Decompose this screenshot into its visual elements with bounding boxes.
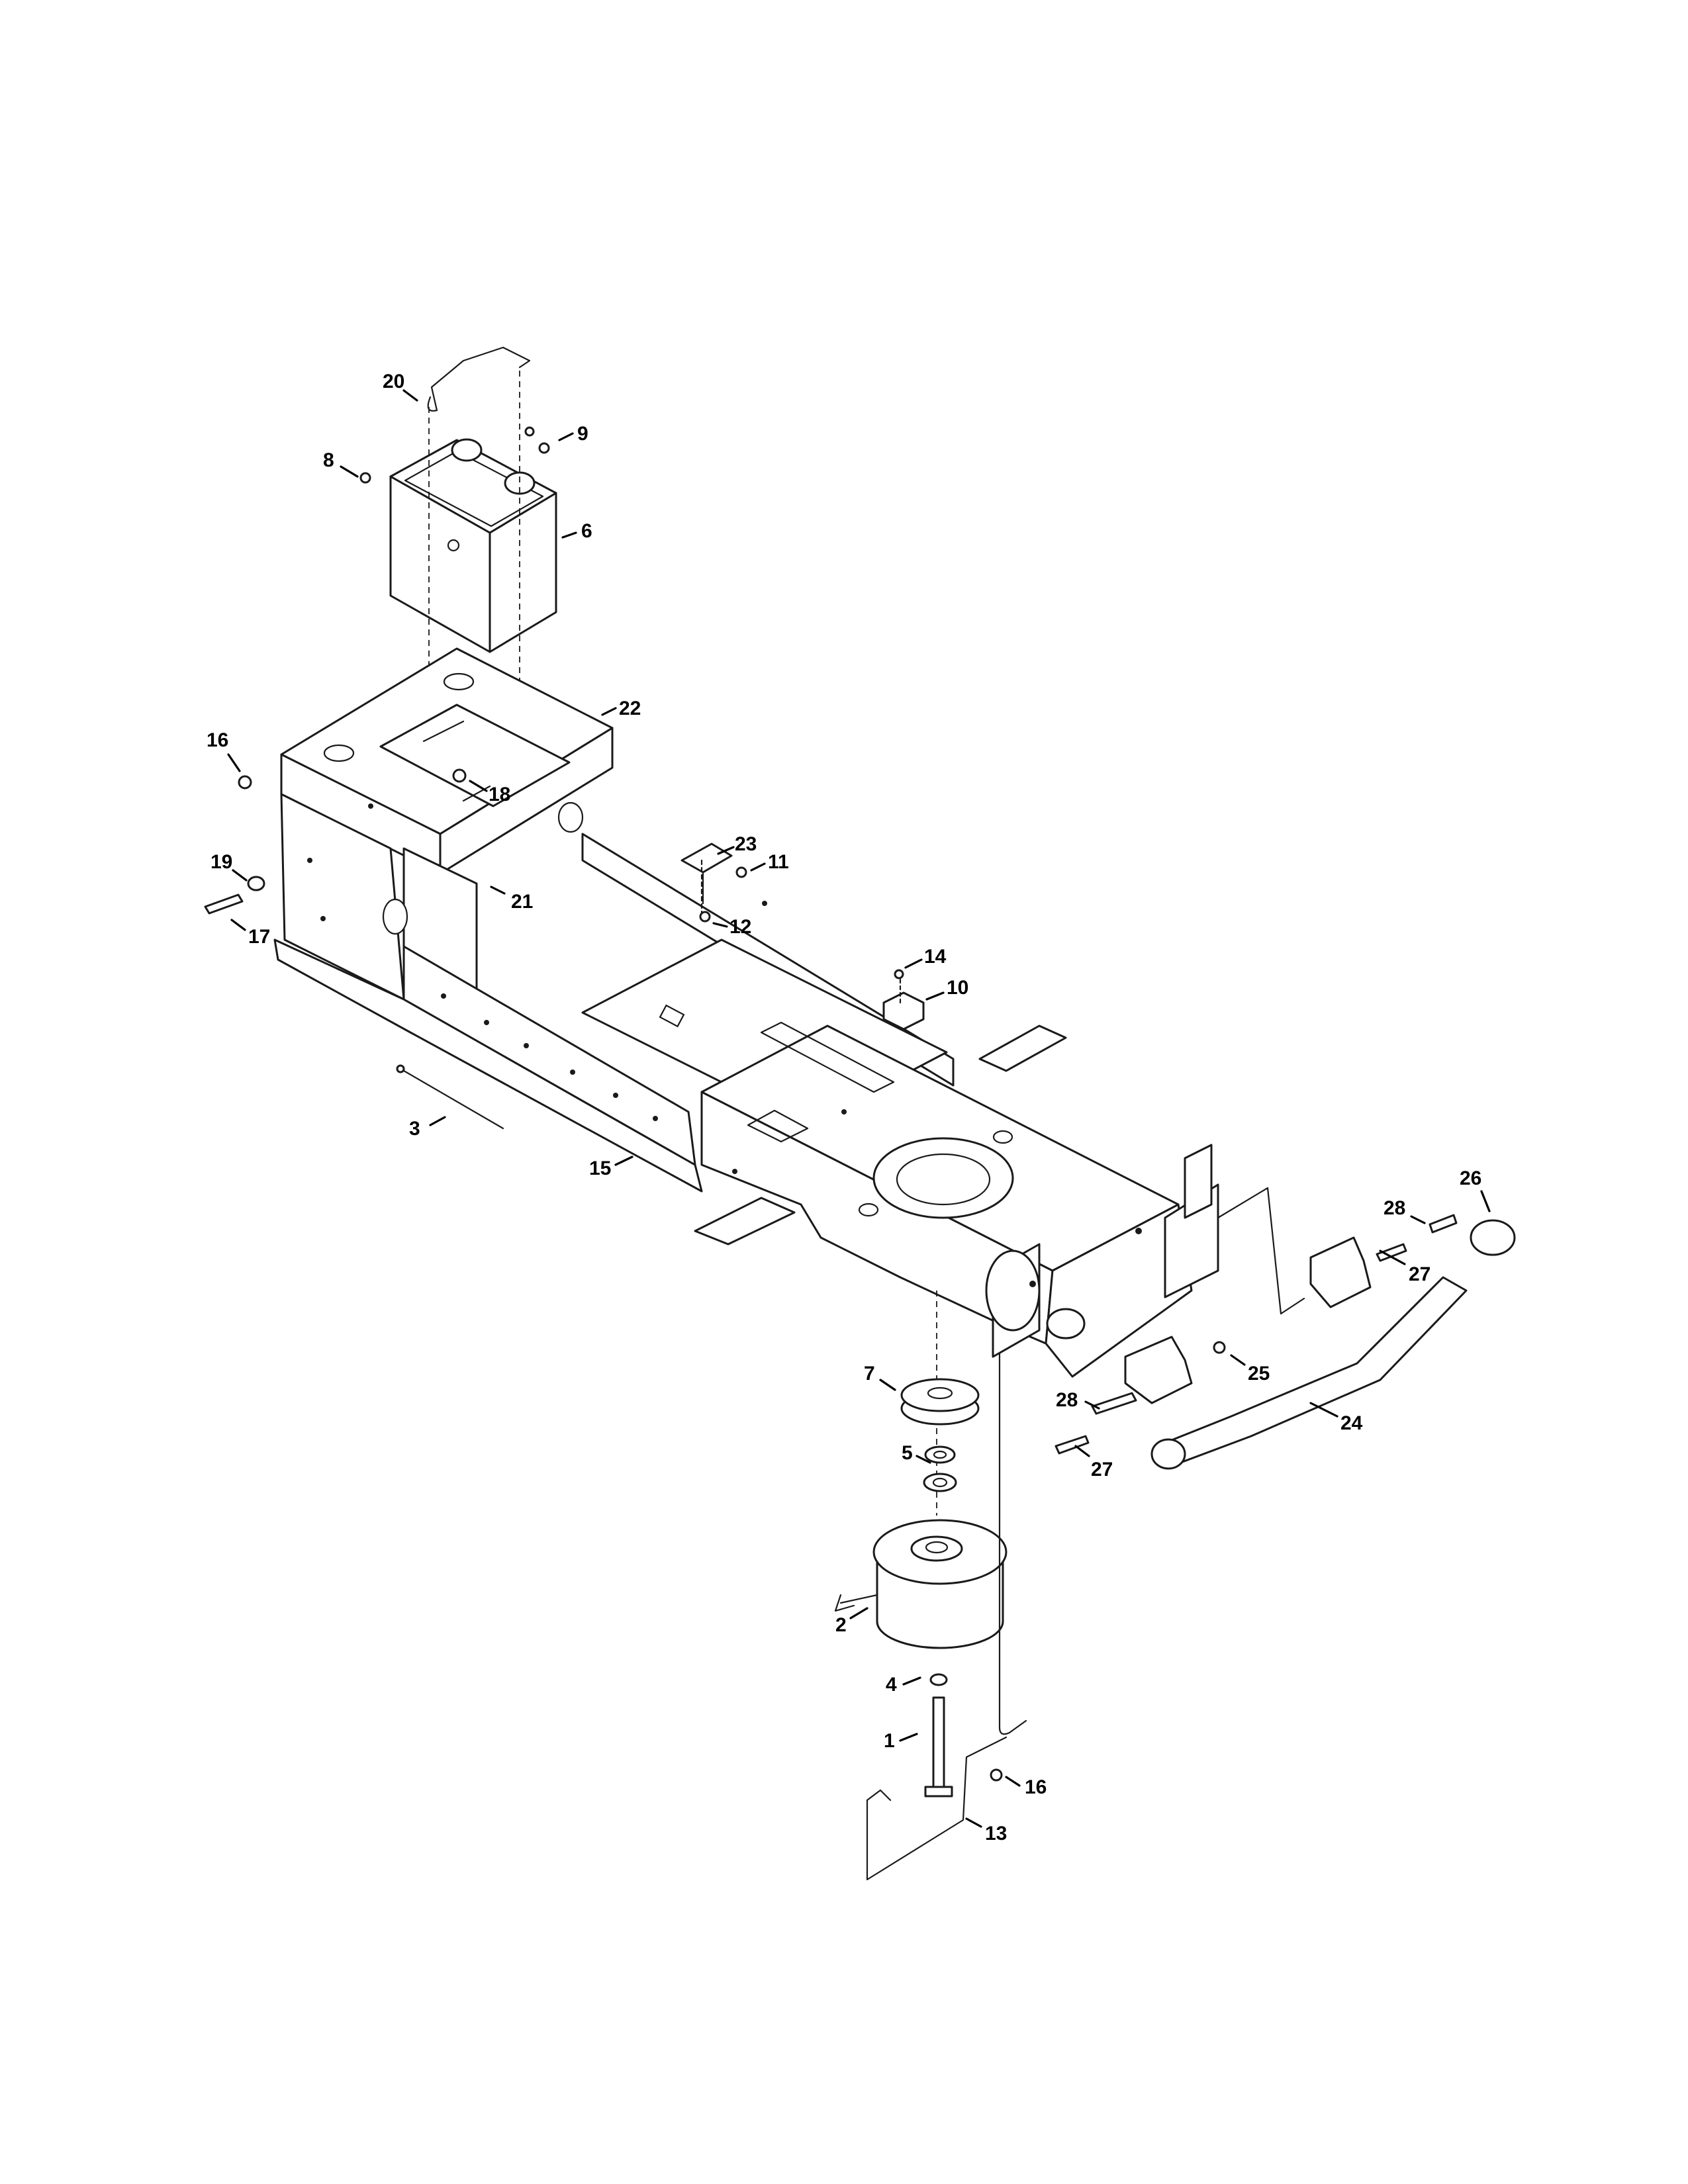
bolt-27-bottom: [1055, 1435, 1090, 1455]
pto-clutch: [834, 1519, 1008, 1649]
bolt-1: [924, 1696, 953, 1797]
callout-28: 28: [1056, 1389, 1078, 1411]
callout-15: 15: [589, 1158, 611, 1179]
callout-3: 3: [409, 1118, 420, 1140]
callouts: 20 8 9 6 22 16 18 19 17 21 23 11 12 14 1…: [207, 371, 1481, 1844]
bolt-28-top: [1429, 1214, 1458, 1234]
nut-11: [735, 866, 747, 878]
screw-14: [894, 969, 904, 979]
battery-tray: [280, 647, 614, 875]
callout-22: 22: [619, 698, 641, 719]
cable-tie: [399, 1068, 504, 1130]
callout-18: 18: [489, 784, 510, 805]
callout-1: 1: [884, 1730, 895, 1752]
callout-13: 13: [985, 1823, 1007, 1844]
callout-16: 16: [1025, 1776, 1047, 1798]
callout-8: 8: [323, 449, 334, 471]
washer-4: [929, 1673, 948, 1686]
callout-9: 9: [577, 423, 588, 445]
pulley-7: [900, 1378, 980, 1426]
battery: [389, 438, 557, 653]
bracket-23: [680, 842, 733, 921]
callout-11: 11: [768, 851, 789, 873]
end-cap-26: [1470, 1219, 1516, 1256]
callout-28: 28: [1383, 1197, 1405, 1219]
callout-7: 7: [864, 1363, 875, 1385]
callout-24: 24: [1340, 1412, 1363, 1434]
shoulder-bolt-18: [452, 768, 467, 783]
callout-17: 17: [248, 926, 270, 948]
callout-27: 27: [1409, 1263, 1430, 1285]
callout-26: 26: [1460, 1167, 1481, 1189]
nut-25: [1213, 1341, 1226, 1354]
front-bumper: [1124, 1236, 1468, 1470]
callout-23: 23: [735, 833, 757, 855]
bolt-28-bottom: [1091, 1392, 1137, 1415]
callout-25: 25: [1248, 1363, 1270, 1385]
hitch-outline: [1217, 1187, 1305, 1315]
callout-5: 5: [902, 1442, 913, 1464]
terminal-nut: [524, 426, 535, 437]
bolt-27-top: [1376, 1243, 1407, 1262]
bushing-19: [247, 876, 265, 891]
callout-2: 2: [835, 1614, 847, 1636]
callout-16: 16: [207, 729, 228, 751]
callout-14: 14: [924, 946, 947, 968]
callout-10: 10: [947, 977, 968, 999]
bolt-17: [204, 893, 244, 915]
callout-12: 12: [729, 916, 751, 938]
switch-10: [882, 978, 925, 1030]
terminal-nut: [538, 442, 550, 454]
main-frame: [273, 833, 1219, 1378]
leader-lines: [227, 389, 1491, 1828]
callout-6: 6: [581, 520, 592, 542]
washer-12: [699, 911, 711, 923]
bolt-16-top: [238, 775, 252, 790]
terminal-bolt: [359, 472, 371, 484]
callout-21: 21: [511, 891, 533, 913]
callout-20: 20: [383, 371, 404, 392]
bolt-16-bottom: [990, 1768, 1003, 1782]
rod-13: [866, 1352, 1027, 1881]
callout-19: 19: [211, 851, 232, 873]
battery-hold-down-rod: [427, 346, 531, 412]
callout-27: 27: [1091, 1459, 1113, 1480]
callout-4: 4: [886, 1674, 897, 1696]
